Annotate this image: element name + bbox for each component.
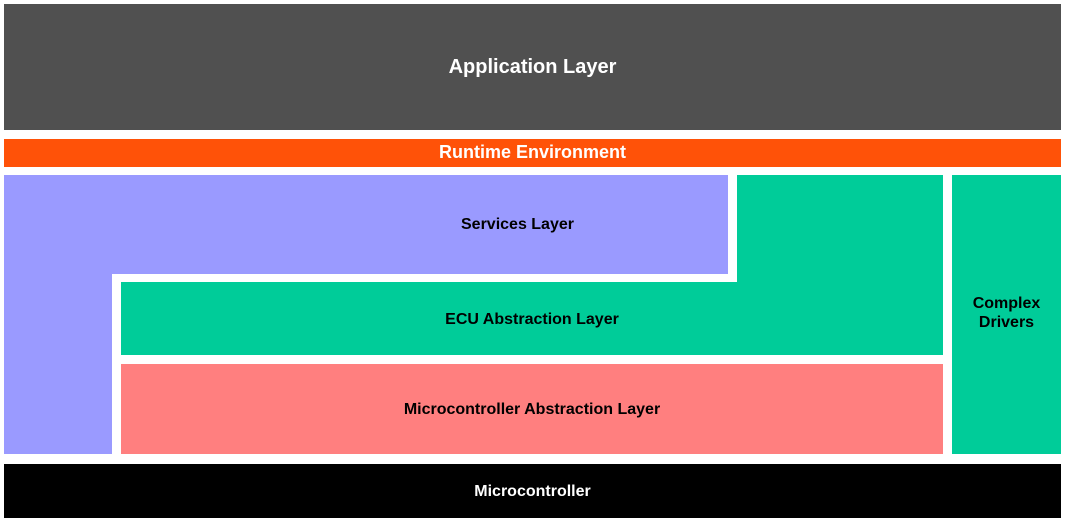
application-layer-block [4, 4, 1061, 130]
services-layer-block-top [4, 175, 728, 274]
runtime-environment-block [4, 139, 1061, 167]
ecu-abstraction-layer-block [121, 282, 943, 355]
complex-drivers-label-line1: Complex [972, 295, 1041, 312]
runtime-environment-label: Runtime Environment [438, 142, 626, 162]
application-layer-label: Application Layer [448, 56, 617, 78]
microcontroller-abstraction-layer-block [121, 364, 943, 454]
microcontroller-abstraction-layer-label: Microcontroller Abstraction Layer [403, 401, 661, 418]
microcontroller-label: Microcontroller [474, 483, 591, 500]
services-layer-block-left [4, 274, 112, 454]
ecu-abstraction-layer-block-top [737, 175, 943, 282]
complex-drivers-label-line2: Drivers [978, 314, 1035, 332]
services-layer-label: Services Layer [461, 216, 574, 233]
complex-drivers-label: Complex Drivers [952, 294, 1061, 332]
ecu-abstraction-layer-label: ECU Abstraction Layer [445, 311, 619, 328]
microcontroller-block [4, 464, 1061, 518]
complex-drivers-block [952, 175, 1061, 454]
